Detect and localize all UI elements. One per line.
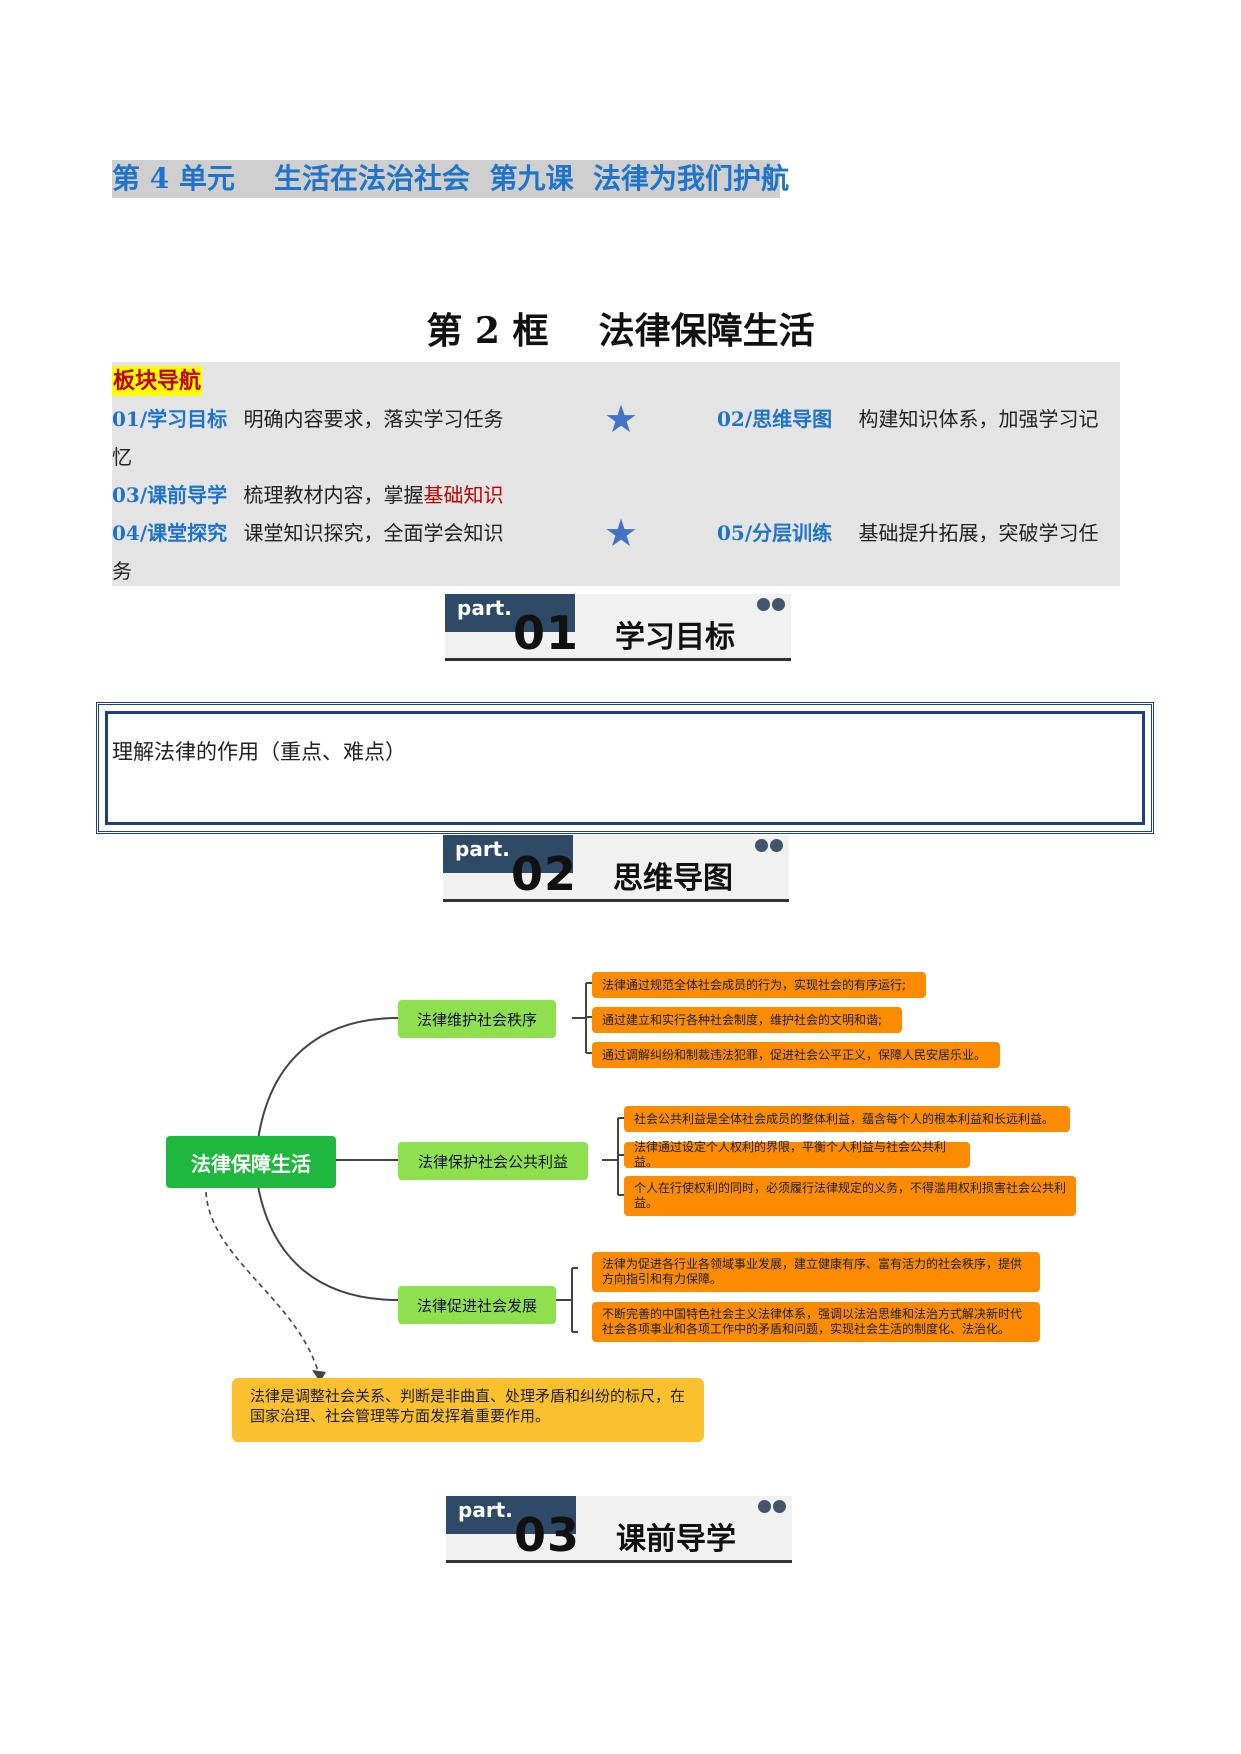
- dots-icon: [758, 1498, 788, 1517]
- star-icon: ★: [604, 397, 639, 441]
- mindmap-branch-3: 法律促进社会发展: [398, 1286, 556, 1324]
- mindmap-leaf: 法律通过规范全体社会成员的行为，实现社会的有序运行;: [592, 972, 926, 998]
- mindmap-leaf: 不断完善的中国特色社会主义法律体系，强调以法治思维和法治方式解决新时代社会各项事…: [592, 1302, 1040, 1342]
- mindmap-leaf: 法律通过设定个人权利的界限，平衡个人利益与社会公共利益。: [624, 1140, 970, 1169]
- nav-item-label: 03/课前导学: [112, 483, 228, 507]
- nav-item-label: 05/分层训练: [717, 521, 833, 545]
- dashed-connector: [205, 1191, 321, 1379]
- nav-item-05-wrap: 务: [112, 559, 132, 583]
- dots-icon: [757, 596, 787, 615]
- nav-item-label: 01/学习目标: [112, 407, 228, 431]
- part-02-banner: part. 02 思维导图: [443, 835, 789, 905]
- part-title: 思维导图: [613, 861, 733, 896]
- mindmap-leaf: 通过调解纠纷和制裁违法犯罪，促进社会公平正义，保障人民安居乐业。: [592, 1042, 1000, 1068]
- nav-item-text: 课堂知识探究，全面学会知识: [243, 521, 504, 545]
- learning-goal-text: 理解法律的作用（重点、难点）: [112, 740, 406, 764]
- mindmap-leaf: 法律为促进各行业各领域事业发展，建立健康有序、富有活力的社会秩序，提供方向指引和…: [592, 1252, 1040, 1292]
- banner-tab: [446, 1496, 576, 1534]
- nav-item-02-wrap: 忆: [112, 445, 132, 469]
- nav-item-text: 基础提升拓展，突破学习任: [858, 521, 1099, 545]
- mindmap-branch-1: 法律维护社会秩序: [398, 1000, 556, 1038]
- part-word: part.: [455, 837, 510, 861]
- nav-item-01[interactable]: 01/学习目标 明确内容要求，落实学习任务: [112, 400, 504, 438]
- bracket-branch-3: [554, 1267, 578, 1333]
- nav-item-text: 梳理教材内容，掌握: [243, 483, 424, 507]
- nav-item-05[interactable]: 05/分层训练 基础提升拓展，突破学习任: [717, 514, 1099, 552]
- unit-title: 第 4 单元 生活在法治社会 第九课 法律为我们护航: [112, 160, 789, 198]
- nav-item-label: 02/思维导图: [717, 407, 833, 431]
- connector-branch-3: [257, 1185, 399, 1301]
- mindmap-leaf: 个人在行使权利的同时，必须履行法律规定的义务，不得滥用权利损害社会公共利益。: [624, 1176, 1076, 1216]
- part-title: 课前导学: [616, 1522, 736, 1557]
- star-icon: ★: [604, 511, 639, 555]
- nav-item-03[interactable]: 03/课前导学 梳理教材内容，掌握基础知识: [112, 476, 504, 514]
- banner-underline: [443, 899, 789, 902]
- nav-item-text: 明确内容要求，落实学习任务: [243, 407, 504, 431]
- nav-heading: 板块导航: [112, 366, 203, 396]
- part-01-banner: part. 01 学习目标: [445, 594, 791, 664]
- part-number: 02: [511, 847, 578, 901]
- mindmap-leaf: 通过建立和实行各种社会制度，维护社会的文明和谐;: [592, 1007, 902, 1033]
- nav-item-highlight: 基础知识: [423, 483, 504, 507]
- part-number: 03: [514, 1508, 581, 1562]
- part-number: 01: [513, 606, 580, 660]
- part-03-banner: part. 03 课前导学: [446, 1496, 792, 1566]
- mindmap-root: 法律保障生活: [166, 1136, 336, 1188]
- connector-branch-1: [257, 1017, 399, 1141]
- banner-underline: [446, 1560, 792, 1563]
- nav-item-label: 04/课堂探究: [112, 521, 228, 545]
- arrow-head-icon: [312, 1370, 326, 1382]
- learning-goal-box: [96, 702, 1154, 834]
- mindmap-branch-2: 法律保护社会公共利益: [398, 1142, 588, 1180]
- bracket-branch-1: [572, 982, 592, 1054]
- part-word: part.: [458, 1498, 513, 1522]
- dots-icon: [755, 837, 785, 856]
- mindmap-summary: 法律是调整社会关系、判断是非曲直、处理矛盾和纠纷的标尺，在国家治理、社会管理等方…: [232, 1378, 704, 1442]
- goal-inner-border: [105, 711, 1145, 825]
- nav-panel: [112, 362, 1120, 586]
- nav-item-04[interactable]: 04/课堂探究 课堂知识探究，全面学会知识: [112, 514, 504, 552]
- nav-item-text: 构建知识体系，加强学习记: [858, 407, 1099, 431]
- bracket-branch-2: [602, 1117, 624, 1196]
- part-word: part.: [457, 596, 512, 620]
- nav-item-02[interactable]: 02/思维导图 构建知识体系，加强学习记: [717, 400, 1099, 438]
- banner-underline: [445, 658, 791, 661]
- banner-tab: [443, 835, 573, 873]
- lesson-title: 第 2 框 法律保障生活: [426, 310, 815, 352]
- banner-tab: [445, 594, 575, 632]
- mindmap-leaf: 社会公共利益是全体社会成员的整体利益，蕴含每个人的根本利益和长远利益。: [624, 1106, 1070, 1132]
- part-title: 学习目标: [615, 620, 735, 655]
